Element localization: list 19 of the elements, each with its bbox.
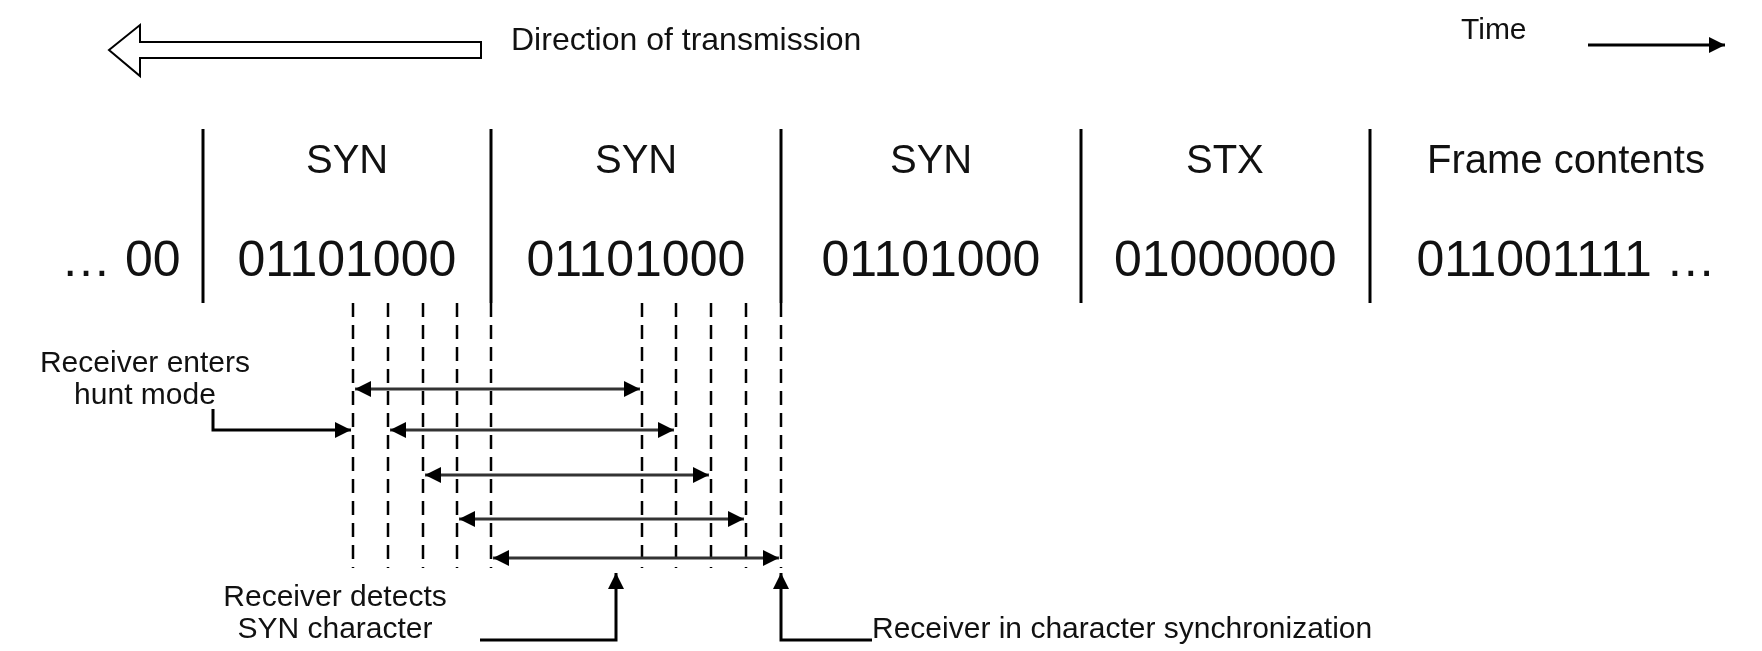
bit-pattern: 01101000 <box>237 232 457 287</box>
bit-pattern: … 00 <box>61 232 181 287</box>
leader-arrow <box>211 409 351 438</box>
character-name: Frame contents <box>1427 137 1705 181</box>
annotation-text: Receiver enters hunt mode <box>20 346 270 409</box>
character-name: SYN <box>306 137 389 181</box>
bit-pattern: 01101000 <box>526 232 746 287</box>
character-name: STX <box>1186 137 1264 181</box>
annotation-text: Receiver in character synchronization <box>872 612 1752 644</box>
annotation-text: Receiver detects SYN character <box>190 580 480 643</box>
bit-pattern: 011001111 … <box>1416 232 1716 287</box>
leader-arrow <box>773 573 872 642</box>
bit-pattern: 01101000 <box>821 232 1041 287</box>
leader-arrow <box>480 573 624 642</box>
character-name: SYN <box>595 137 678 181</box>
character-name: SYN <box>890 137 973 181</box>
bit-pattern: 01000000 <box>1114 232 1337 287</box>
axis-caption: Time <box>1461 12 1527 45</box>
axis-caption: Direction of transmission <box>511 22 862 58</box>
